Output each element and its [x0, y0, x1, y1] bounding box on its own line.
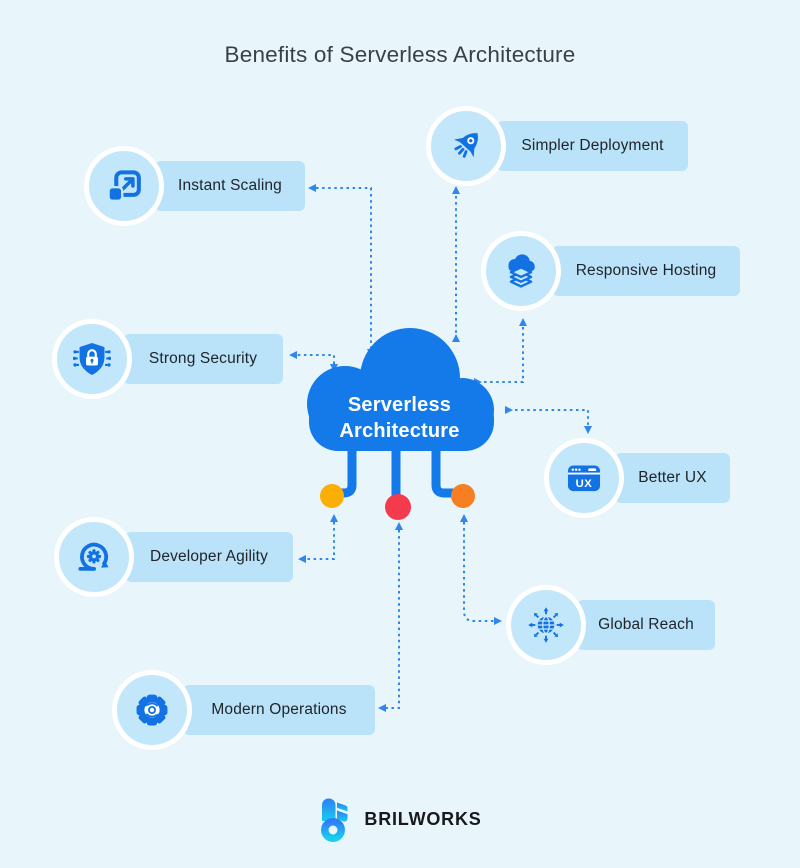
gear-sync-icon	[136, 694, 168, 726]
benefit-badge	[52, 319, 132, 399]
benefit-label: Simpler Deployment	[497, 121, 688, 171]
cloud-stem-left	[331, 435, 357, 498]
benefit-badge	[481, 231, 561, 311]
benefit-badge	[54, 517, 134, 597]
benefit-badge	[426, 106, 506, 186]
benefit-label: Instant Scaling	[155, 161, 305, 211]
browser-ux-icon: UX	[567, 465, 601, 492]
cloud-layers-icon	[508, 254, 535, 288]
rocket-icon	[453, 133, 478, 158]
page-title: Benefits of Serverless Architecture	[224, 42, 576, 67]
yellow-dot	[320, 484, 344, 508]
expand-scale-icon	[107, 170, 141, 203]
footer-brand: BRILWORKS	[0, 794, 800, 844]
benefit-label: Developer Agility	[125, 532, 293, 582]
shield-lock-icon	[73, 342, 111, 376]
serverless-cloud	[307, 328, 494, 451]
connector-global-reach	[460, 514, 502, 625]
benefit-badge: UX	[544, 438, 624, 518]
cloud-label: Serverless Architecture	[299, 392, 500, 444]
brilworks-logo-icon	[321, 798, 348, 842]
benefit-badge	[506, 585, 586, 665]
benefit-label: Better UX	[615, 453, 730, 503]
cloud-label-line1: Serverless	[347, 394, 452, 416]
red-dot	[385, 494, 411, 520]
cloud-label-line2: Architecture	[339, 420, 460, 442]
ux-icon-text: UX	[576, 478, 593, 490]
connector-developer-agility	[298, 514, 338, 563]
benefit-label: Responsive Hosting	[552, 246, 740, 296]
brilworks-wordmark: BRILWORKS	[364, 808, 482, 829]
benefit-badge	[84, 146, 164, 226]
cloud-stem-right	[431, 435, 465, 498]
connector-modern-operations	[378, 522, 403, 712]
connector-simpler-deployment	[452, 186, 460, 342]
connector-better-ux	[505, 406, 592, 434]
benefit-badge	[112, 670, 192, 750]
benefit-label: Modern Operations	[183, 685, 375, 735]
benefit-label: Strong Security	[123, 334, 283, 384]
benefit-label: Global Reach	[577, 600, 715, 650]
globe-arrows-icon	[528, 607, 564, 643]
cloud-shape-icon	[307, 328, 494, 451]
orange-dot	[451, 484, 475, 508]
agile-loop-gear-icon	[78, 542, 109, 571]
